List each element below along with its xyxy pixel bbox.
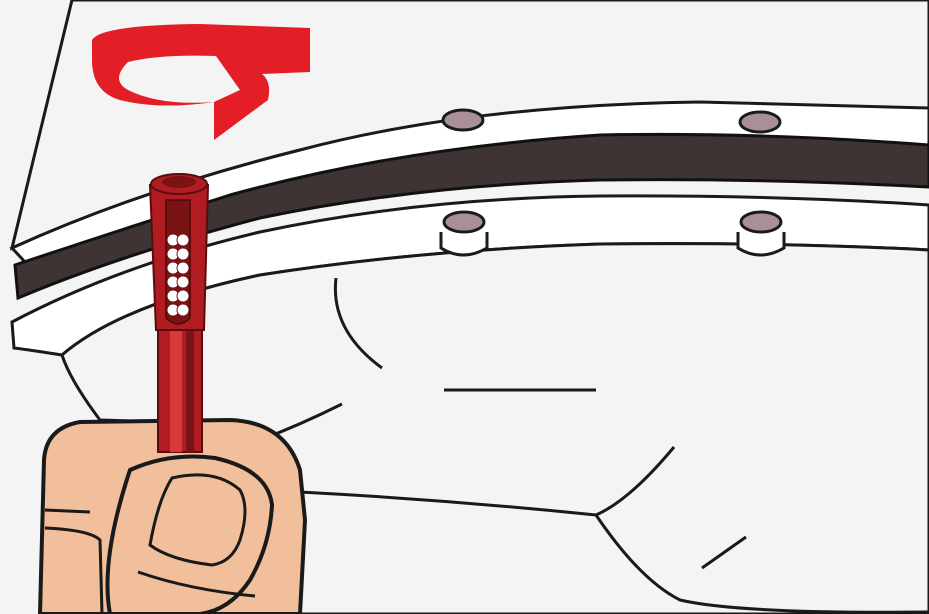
clip-tool (150, 174, 208, 452)
fastener-head (443, 110, 483, 130)
lower-fastener (441, 212, 487, 255)
fastener-head (740, 112, 780, 132)
lower-fastener (738, 212, 784, 255)
